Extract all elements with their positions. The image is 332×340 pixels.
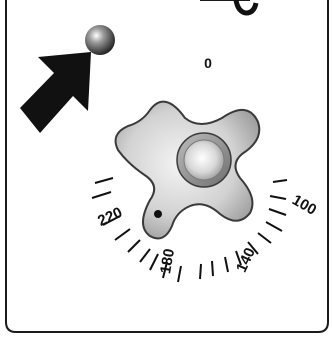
cross-handle[interactable] (114, 100, 261, 240)
hub-cap (183, 139, 225, 181)
dial-tick-14 (257, 232, 272, 244)
cropped-heading-fragment (233, 0, 259, 16)
dial-label-180: 180 (157, 247, 178, 275)
dial-tick-16 (268, 208, 287, 216)
pointer-arrow-icon (20, 52, 91, 133)
dial-tick-2 (102, 215, 121, 226)
dial-label-0: 0 (204, 55, 212, 71)
dial-tick-12 (235, 250, 242, 266)
dial-tick-6 (149, 253, 159, 271)
dial-tick-1 (91, 191, 112, 199)
dial-tick-0 (94, 177, 114, 184)
dial-tick-5 (139, 248, 151, 263)
dial-tick-13 (247, 241, 259, 255)
pointer-dot (154, 210, 162, 218)
indicator-ball (85, 25, 115, 55)
dial-tick-15 (265, 221, 283, 232)
dial-tick-7 (162, 261, 168, 279)
dial-tick-18 (272, 179, 288, 183)
panel-frame (5, 0, 329, 333)
dial-ticks (91, 177, 288, 283)
dial-label-100: 100 (289, 191, 319, 218)
dial-label-220: 220 (95, 204, 125, 230)
dial-tick-8 (177, 265, 182, 283)
dial-tick-3 (114, 228, 131, 241)
dial-tick-11 (224, 256, 229, 273)
dial-tick-17 (269, 195, 287, 200)
dial-tick-9 (199, 263, 202, 280)
dial-tick-4 (127, 239, 141, 253)
dial-tick-10 (211, 260, 214, 277)
